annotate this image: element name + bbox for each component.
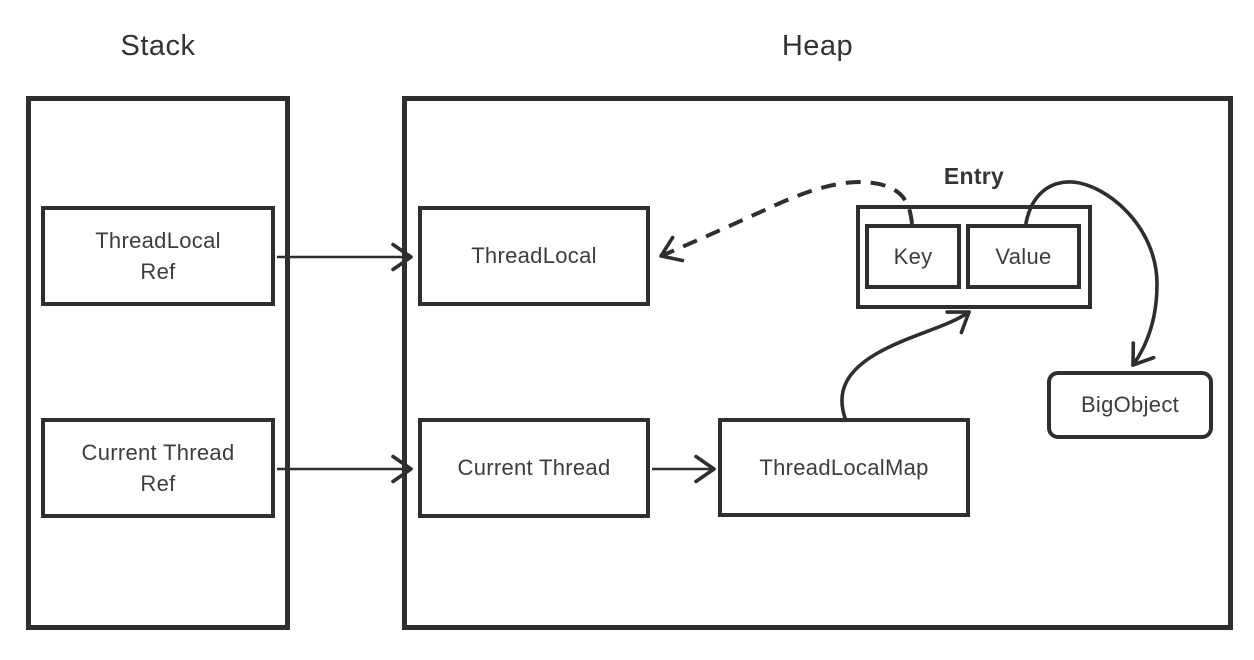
heap-title: Heap <box>781 30 854 62</box>
node-bigobject: BigObject <box>1047 371 1213 439</box>
stack-title: Stack <box>120 30 196 62</box>
node-threadlocalmap-label: ThreadLocalMap <box>759 454 929 480</box>
entry-title: Entry <box>943 163 1005 189</box>
node-current-thread: Current Thread <box>418 418 650 518</box>
entry-value-label: Value <box>995 243 1052 269</box>
node-threadlocal-ref-line2: Ref <box>140 259 176 284</box>
entry-group: Key Value <box>856 205 1092 309</box>
node-current-thread-ref-line2: Ref <box>140 471 176 496</box>
node-threadlocal: ThreadLocal <box>418 206 650 306</box>
node-threadlocal-ref-line1: ThreadLocal <box>95 227 221 253</box>
entry-key-box: Key <box>865 224 961 289</box>
heap-container <box>402 96 1233 630</box>
node-current-thread-ref: Current Thread Ref <box>41 418 275 518</box>
node-threadlocalmap: ThreadLocalMap <box>718 418 970 517</box>
stack-container <box>26 96 290 630</box>
entry-key-label: Key <box>893 243 933 269</box>
node-current-thread-ref-line1: Current Thread <box>81 439 235 465</box>
entry-value-box: Value <box>966 224 1081 289</box>
node-current-thread-label: Current Thread <box>457 455 611 481</box>
node-bigobject-label: BigObject <box>1080 392 1180 418</box>
node-threadlocal-label: ThreadLocal <box>471 243 597 269</box>
node-threadlocal-ref: ThreadLocal Ref <box>41 206 275 306</box>
